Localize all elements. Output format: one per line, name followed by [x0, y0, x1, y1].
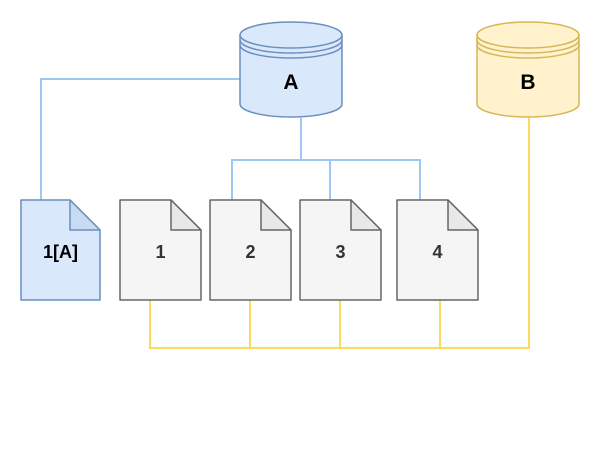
- folded-corner-icon: [170, 199, 202, 231]
- document-2: 2: [209, 199, 292, 301]
- edge-a-to-doc1a: [40, 78, 240, 200]
- edge-b-to-docs-1-2-3-4: [149, 118, 530, 349]
- note-document-icon: [396, 199, 479, 301]
- database-cylinder-icon: [476, 21, 580, 118]
- folded-corner-icon: [69, 199, 101, 231]
- document-1a: 1[A]: [20, 199, 101, 301]
- note-document-icon: [209, 199, 292, 301]
- document-3: 3: [299, 199, 382, 301]
- note-document-icon: [119, 199, 202, 301]
- document-1: 1: [119, 199, 202, 301]
- note-document-icon: [20, 199, 101, 301]
- document-4: 4: [396, 199, 479, 301]
- folded-corner-icon: [350, 199, 382, 231]
- folded-corner-icon: [447, 199, 479, 231]
- note-document-icon: [299, 199, 382, 301]
- folded-corner-icon: [260, 199, 292, 231]
- database-b: B: [476, 21, 580, 118]
- database-a: A: [239, 21, 343, 118]
- edge-a-to-docs-2-3-4: [231, 118, 421, 201]
- database-cylinder-icon: [239, 21, 343, 118]
